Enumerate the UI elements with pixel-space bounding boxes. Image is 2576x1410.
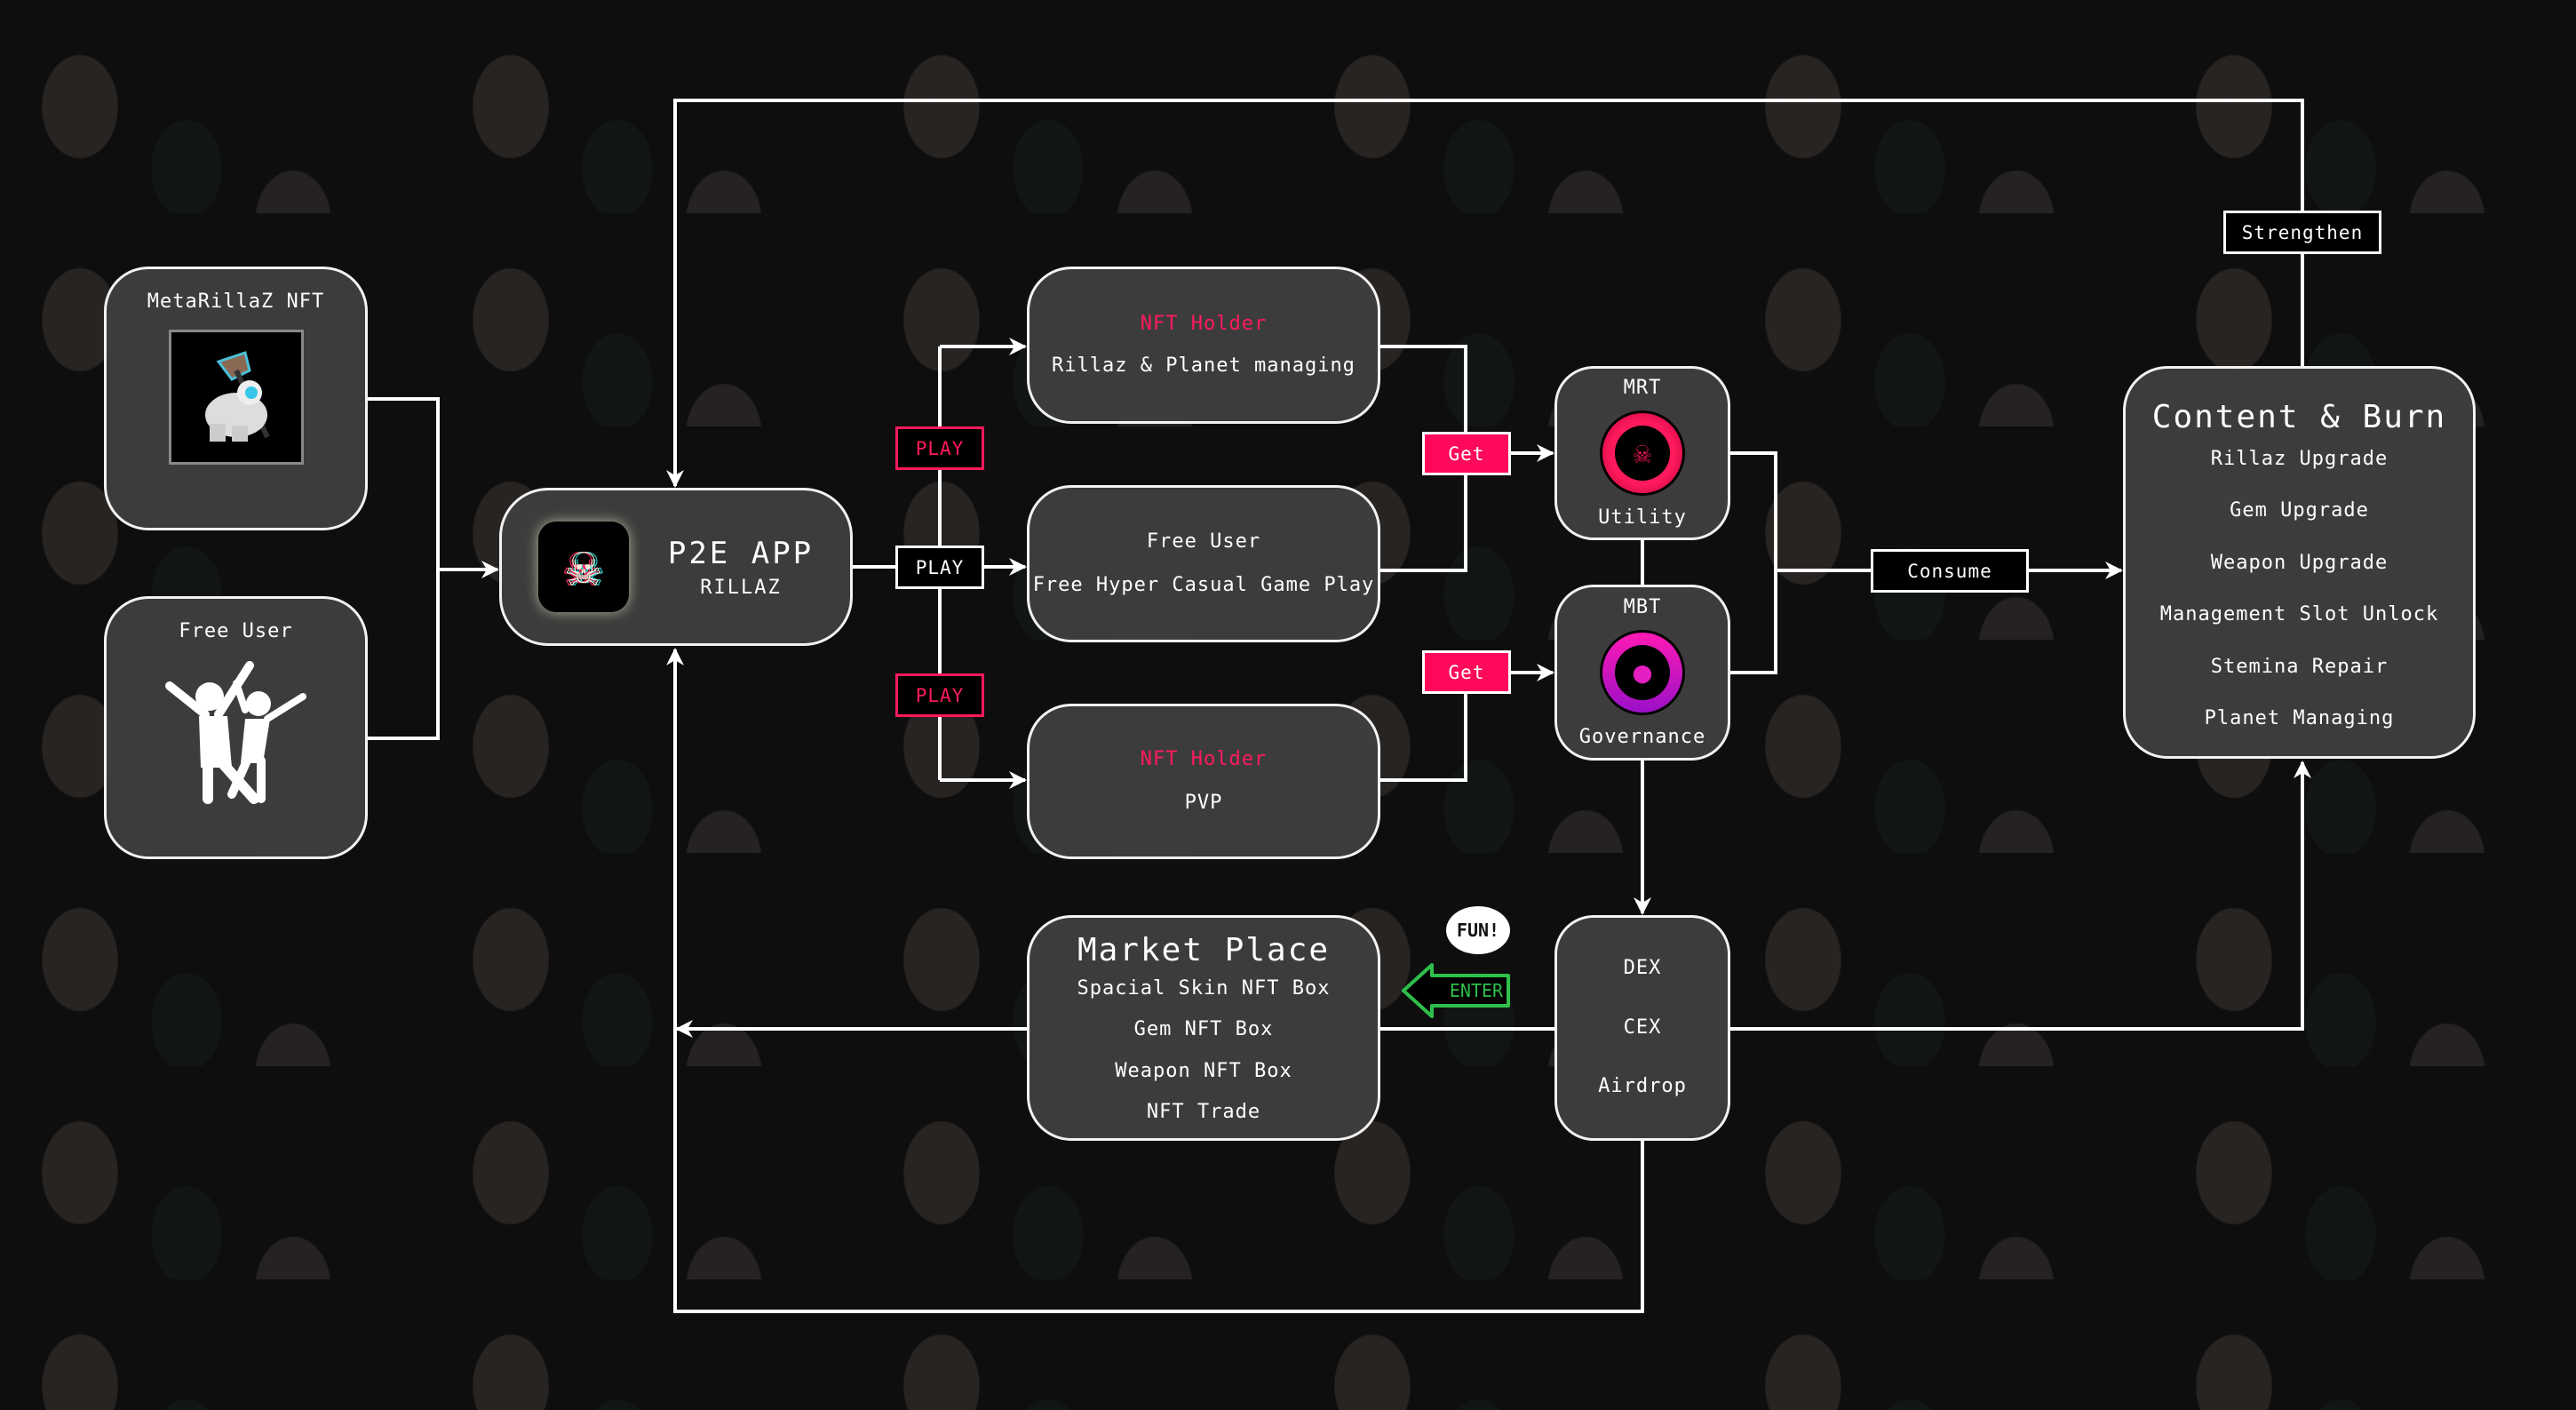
node-mrt: MRT ☠ Utility	[1554, 366, 1730, 540]
node-p2e-app: ☠ P2E APP RILLAZ	[499, 488, 853, 646]
people-cheering-icon	[164, 661, 306, 805]
list-item: Rillaz Upgrade	[2210, 448, 2389, 470]
edge-metarillaz-to-p2e	[368, 397, 440, 570]
rillaz-app-icon: ☠	[537, 522, 629, 612]
play-label-bottom: PLAY	[895, 673, 984, 717]
node-title: Free User	[1146, 530, 1261, 554]
node-title: MetaRillaZ NFT	[147, 291, 325, 313]
edge-exchange-to-content	[1730, 761, 2311, 1031]
robot-gorilla-icon	[168, 330, 304, 466]
list-item: Gem NFT Box	[1133, 1018, 1274, 1041]
node-free-user: Free User	[104, 596, 368, 859]
node-title: P2E APP	[667, 535, 815, 571]
fun-text: FUN!	[1456, 920, 1500, 941]
fun-speech-bubble: FUN!	[1446, 906, 1510, 954]
consume-label: Consume	[1871, 549, 2029, 593]
list-item: Weapon Upgrade	[2210, 551, 2389, 574]
node-nft-holder-pvp: NFT Holder PVP	[1027, 704, 1380, 859]
get-label-top: Get	[1422, 432, 1511, 475]
edge-exchange-bottom-loop	[666, 648, 1644, 1313]
list-item: Gem Upgrade	[2230, 499, 2369, 522]
node-market-place: Market Place Spacial Skin NFT Box Gem NF…	[1027, 915, 1380, 1141]
node-subtitle: RILLAZ	[700, 576, 782, 599]
node-nft-holder-managing: NFT Holder Rillaz & Planet managing	[1027, 267, 1380, 424]
list-item: CEX	[1623, 1016, 1662, 1039]
node-title: Market Place	[1077, 931, 1331, 968]
strengthen-label: Strengthen	[2223, 211, 2381, 254]
list-item: Weapon NFT Box	[1115, 1059, 1292, 1082]
enter-label: ENTER	[1449, 980, 1504, 1001]
mbt-creature-coin-icon: ●	[1600, 630, 1685, 715]
play-label-top: PLAY	[895, 426, 984, 470]
play-label-mid: PLAY	[895, 546, 984, 589]
node-metarillaz-nft: MetaRillaZ NFT	[104, 267, 368, 530]
list-item: DEX	[1623, 957, 1662, 980]
node-text: Free Hyper Casual Game Play	[1032, 573, 1375, 596]
list-item: Airdrop	[1598, 1075, 1687, 1098]
list-item: NFT Trade	[1146, 1100, 1261, 1123]
node-content-burn: Content & Burn Rillaz Upgrade Gem Upgrad…	[2123, 366, 2476, 759]
node-text: PVP	[1184, 791, 1223, 814]
edge-pvp-to-get	[1380, 673, 1467, 782]
node-title: NFT Holder	[1140, 748, 1268, 771]
mrt-skull-coin-icon: ☠	[1600, 410, 1685, 496]
node-mbt: MBT ● Governance	[1554, 585, 1730, 761]
node-title: NFT Holder	[1140, 313, 1268, 336]
get-label-bottom: Get	[1422, 650, 1511, 694]
list-item: Management Slot Unlock	[2159, 603, 2439, 626]
list-item: Spacial Skin NFT Box	[1077, 976, 1331, 1000]
enter-arrow-icon	[1402, 963, 1510, 1018]
node-label: Utility	[1598, 506, 1687, 529]
edge-freeuser-to-p2e	[368, 570, 440, 740]
list-item: Planet Managing	[2204, 706, 2395, 729]
edge-mrt-to-consume	[1730, 451, 1777, 674]
node-title: MRT	[1623, 376, 1662, 399]
list-item: Stemina Repair	[2210, 655, 2389, 678]
node-title: Free User	[179, 620, 293, 642]
node-title: MBT	[1623, 595, 1662, 618]
node-exchange: DEX CEX Airdrop	[1554, 915, 1730, 1141]
node-title: Content & Burn	[2151, 399, 2447, 435]
node-free-user-play: Free User Free Hyper Casual Game Play	[1027, 485, 1380, 642]
node-text: Rillaz & Planet managing	[1052, 354, 1356, 377]
node-label: Governance	[1578, 726, 1706, 748]
